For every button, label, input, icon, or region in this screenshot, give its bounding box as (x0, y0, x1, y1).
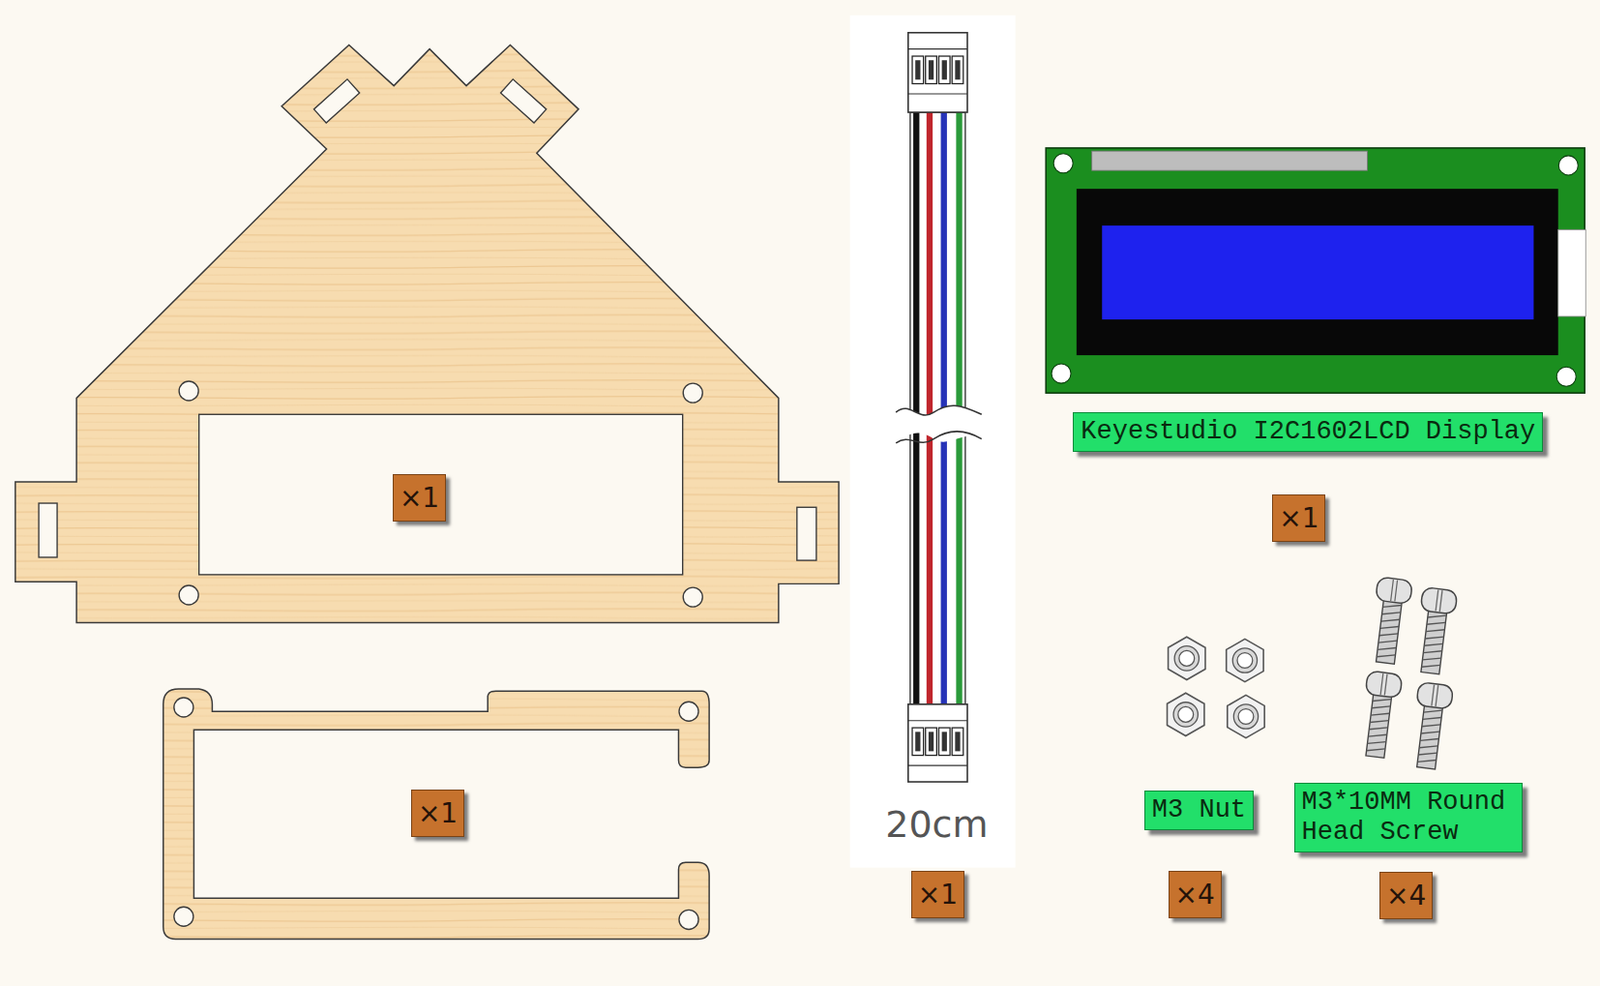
spacer-frame (679, 701, 699, 721)
quantity-badge: ×4 (1379, 871, 1433, 919)
spacer-frame (163, 688, 710, 939)
quantity-badge: ×4 (1168, 870, 1222, 919)
mounting-plate (682, 383, 703, 403)
length-label: 20cm (885, 802, 988, 846)
part-name-text: M3 Nut (1152, 795, 1246, 826)
m3-screws (1408, 681, 1453, 771)
lcd-module (1076, 188, 1559, 356)
jumper-cable (942, 59, 948, 80)
mounting-plate (501, 79, 547, 123)
spacer-frame (163, 688, 710, 939)
part-name-text: Keyestudio I2C1602LCD Display (1080, 416, 1536, 447)
jumper-cable (928, 59, 934, 80)
jumper-cable (925, 56, 938, 84)
lcd-module (1045, 148, 1586, 393)
jumper-cable (951, 56, 964, 84)
part-name-tag: Keyestudio I2C1602LCD Display (1072, 412, 1543, 452)
lcd-module (1558, 155, 1578, 176)
quantity-text: ×1 (399, 481, 440, 514)
quantity-badge: ×1 (911, 870, 965, 919)
jumper-cable (926, 112, 933, 705)
jumper-cable (908, 765, 968, 767)
jumper-cable (895, 431, 982, 444)
jumper-cable (954, 59, 960, 80)
m3-nuts (1168, 636, 1206, 680)
jumper-cable (908, 48, 968, 50)
lcd-module (1051, 363, 1071, 384)
jumper-cable (908, 32, 968, 113)
mounting-plate (314, 79, 360, 123)
part-name-tag: M3 Nut (1144, 790, 1254, 830)
quantity-text: ×4 (1386, 879, 1426, 912)
jumper-cable (942, 731, 948, 751)
jumper-cable (895, 405, 982, 415)
m3-screws (1358, 670, 1403, 759)
jumper-cable (915, 59, 920, 80)
part-name-text: M3*10MM Round Head Screw (1302, 787, 1515, 848)
m3-screws (1367, 576, 1413, 665)
jumper-cable (912, 56, 924, 84)
lcd-module (1101, 225, 1534, 320)
part-name-tag: M3*10MM Round Head Screw (1294, 782, 1523, 853)
quantity-text: ×1 (1278, 502, 1319, 534)
m3-nuts (1226, 638, 1264, 682)
mounting-plate (178, 381, 199, 401)
mounting-plate (797, 506, 817, 561)
quantity-badge: ×1 (1272, 494, 1326, 542)
spacer-frame (174, 697, 194, 717)
lcd-module (1556, 366, 1576, 386)
jumper-cable (938, 727, 950, 755)
mounting-plate (15, 44, 839, 623)
jumper-cable (908, 93, 968, 95)
jumper-cable (908, 704, 968, 782)
lcd-module (1053, 153, 1073, 174)
quantity-text: ×1 (918, 878, 958, 911)
jumper-cable (850, 15, 1016, 868)
mounting-plate (15, 44, 839, 623)
quantity-text: ×1 (417, 797, 458, 830)
m3-screws (1358, 576, 1458, 771)
quantity-text: ×4 (1175, 878, 1215, 911)
jumper-cable (850, 15, 1016, 868)
m3-nuts (1167, 636, 1266, 738)
mounting-plate (199, 414, 683, 575)
jumper-cable (895, 405, 982, 444)
jumper-cable (938, 56, 950, 84)
lcd-module (1558, 229, 1586, 317)
jumper-cable (913, 112, 919, 705)
jumper-cable (912, 727, 924, 755)
quantity-badge: ×1 (411, 789, 465, 837)
mounting-plate (682, 587, 703, 607)
m3-nuts (1167, 692, 1205, 736)
spacer-frame (174, 906, 194, 926)
m3-screws (1413, 587, 1458, 676)
quantity-badge: ×1 (392, 474, 446, 522)
jumper-cable (954, 731, 960, 751)
lcd-module (1092, 150, 1368, 171)
jumper-cable (908, 719, 968, 721)
jumper-cable (908, 32, 968, 113)
jumper-cable (928, 731, 934, 751)
mounting-plate (38, 503, 58, 558)
m3-nuts (1227, 694, 1265, 738)
jumper-cable (915, 731, 920, 751)
lcd-module (1045, 148, 1585, 393)
jumper-cable (925, 727, 938, 755)
mounting-plate (178, 585, 199, 605)
spacer-frame (679, 909, 699, 929)
jumper-cable (951, 727, 964, 755)
jumper-cable (908, 704, 968, 782)
